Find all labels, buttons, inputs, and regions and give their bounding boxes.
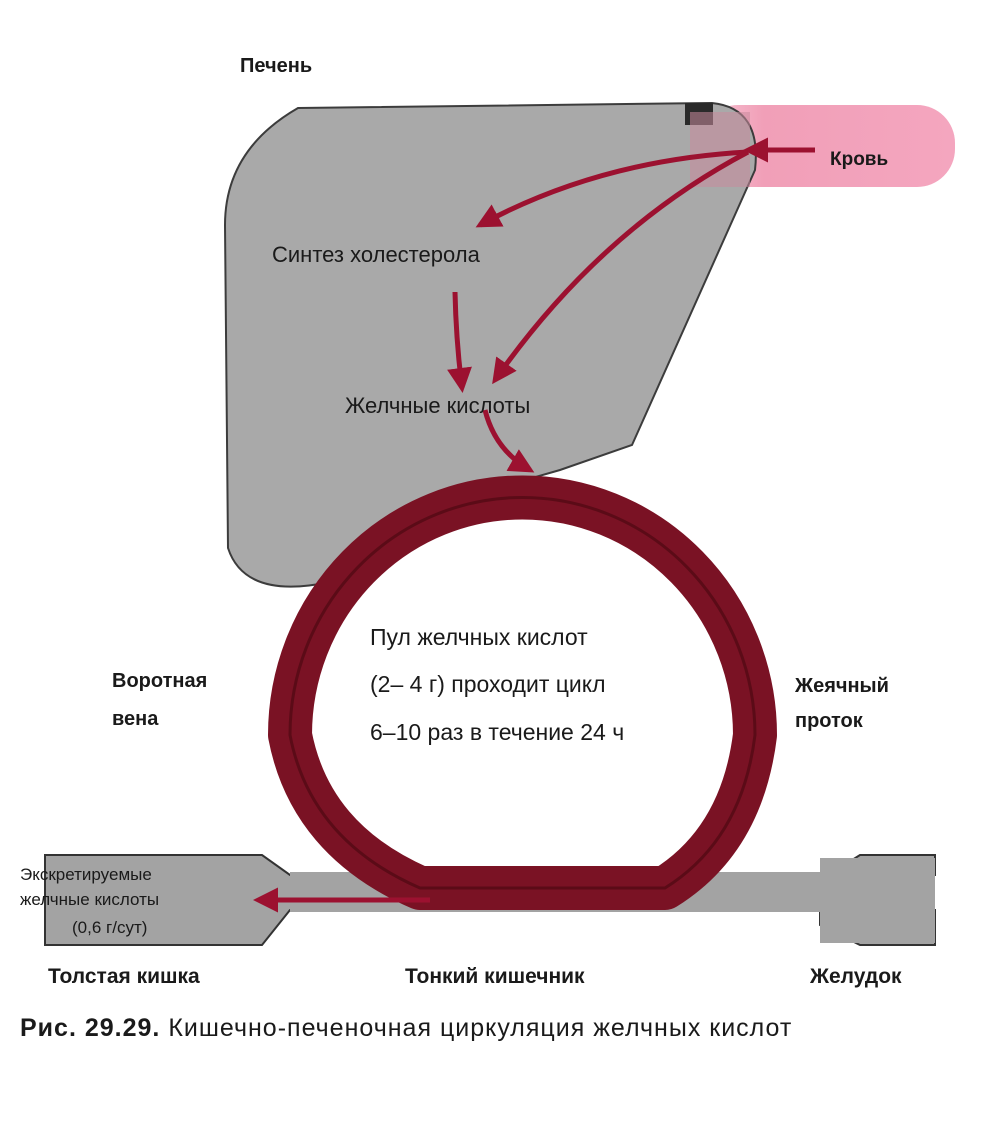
bile-duct-label-line1: Жеячный bbox=[794, 675, 889, 697]
pool-label-line1: Пул желчных кислот bbox=[370, 624, 588, 650]
small-intestine-label: Тонкий кишечник bbox=[405, 965, 585, 988]
liver-blood-overlap bbox=[690, 112, 750, 187]
bile-duct-label-line2: проток bbox=[795, 710, 864, 732]
stomach-label: Желудок bbox=[809, 965, 902, 988]
figure-number: Рис. 29.29. bbox=[20, 1014, 161, 1042]
blood-to-bile-acids-arrow bbox=[492, 149, 750, 385]
synthesis-to-bile-acids-arrow bbox=[447, 291, 472, 393]
portal-vein-label-line1: Воротная bbox=[112, 670, 207, 692]
enterohepatic-circulation-diagram: Печень Кровь Синтез холестерола Желчные … bbox=[20, 55, 955, 988]
liver-label: Печень bbox=[240, 55, 312, 77]
blood-vessel-band bbox=[700, 105, 955, 187]
blood-to-synthesis-arrow bbox=[475, 149, 749, 228]
cholesterol-synthesis-label: Синтез холестерола bbox=[272, 242, 481, 267]
excreted-label-line1: Экскретируемые bbox=[20, 865, 152, 884]
large-intestine-label: Толстая кишка bbox=[48, 965, 200, 988]
blood-label: Кровь bbox=[830, 149, 888, 170]
liver-shape bbox=[223, 101, 757, 588]
circulation-ring-inner-line bbox=[288, 496, 757, 890]
portal-vein-label-line2: вена bbox=[112, 708, 159, 730]
figure-caption: Рис. 29.29. Кишечно-печеночная циркуляци… bbox=[20, 1008, 950, 1048]
figure-caption-text: Кишечно-печеночная циркуляция желчных ки… bbox=[168, 1014, 793, 1042]
excreted-label-line2: желчные кислоты bbox=[20, 890, 159, 909]
pool-label-line3: 6–10 раз в течение 24 ч bbox=[370, 719, 624, 745]
bile-acids-label: Желчные кислоты bbox=[345, 393, 530, 418]
pool-label-line2: (2– 4 г) проходит цикл bbox=[370, 671, 606, 697]
excreted-label-line3: (0,6 г/сут) bbox=[72, 918, 147, 937]
stomach-body bbox=[820, 858, 935, 943]
bile-acids-to-ring-arrow bbox=[482, 409, 535, 473]
